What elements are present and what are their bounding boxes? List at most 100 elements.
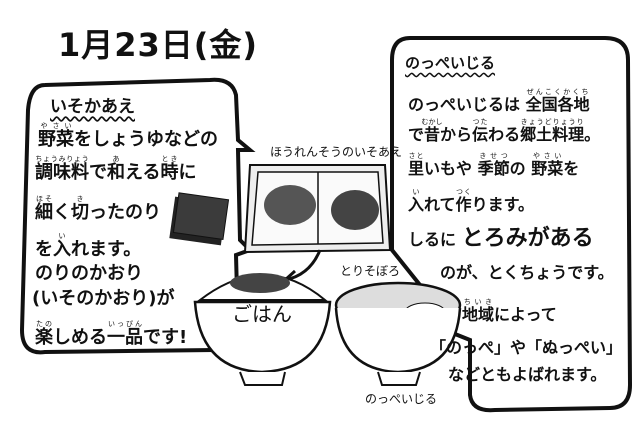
text-segment: ったのり xyxy=(89,202,161,223)
furigana: あ xyxy=(107,155,125,163)
text-segment: のっぺいじるは xyxy=(408,95,526,114)
noppei-line: のが、とくちょうです。 xyxy=(440,265,614,281)
word: 入 xyxy=(408,195,425,214)
noppei-line: 「のっぺ」や「ぬっぺい」 xyxy=(430,340,622,356)
text-segment: 。 xyxy=(584,125,601,144)
text-segment: とろみがある xyxy=(461,226,594,251)
word: 野菜 xyxy=(531,159,564,178)
text-segment: から xyxy=(440,125,473,144)
furigana: ちいき xyxy=(462,298,494,306)
nori-seaweed-image xyxy=(169,192,230,246)
word: 切 xyxy=(71,202,89,223)
word: 野菜 xyxy=(38,129,74,150)
ruby-word: 細ほそ xyxy=(35,195,53,223)
word: 時 xyxy=(160,162,179,183)
ruby-word: 調味料ちょうみりょう xyxy=(35,155,89,183)
text-segment: に xyxy=(178,162,197,183)
text-segment: える xyxy=(125,162,161,183)
furigana: ぜんこくかくち xyxy=(525,88,590,96)
text-segment: をしょうゆなどの xyxy=(74,129,218,150)
text-segment: (いそのかおり)が xyxy=(32,288,175,309)
word: 季節 xyxy=(477,159,510,178)
isoae-line: 野菜やさいをしょうゆなどの xyxy=(38,122,218,149)
word: 地域 xyxy=(462,305,495,324)
text-segment: わる xyxy=(488,125,521,144)
text-segment: しめる xyxy=(53,327,107,348)
text-segment: 「のっぺ」や「ぬっぺい」 xyxy=(430,338,623,357)
word: 入 xyxy=(53,239,71,260)
ruby-word: 地域ちいき xyxy=(462,298,495,324)
ruby-word: 伝つた xyxy=(472,118,489,144)
text-segment: で xyxy=(89,162,107,183)
ruby-word: 切き xyxy=(71,195,89,223)
word: 楽 xyxy=(35,327,53,348)
text-segment: のりのかおり xyxy=(35,263,143,284)
ruby-word: 郷土料理きょうどりょうり xyxy=(520,118,585,144)
ruby-word: 野菜やさい xyxy=(38,122,74,150)
furigana: やさい xyxy=(531,152,564,160)
text-segment: の xyxy=(509,159,532,178)
date-title: 1月23日(金) xyxy=(58,26,259,64)
ruby-word: 全国各地ぜんこくかくち xyxy=(525,88,590,114)
word: 里 xyxy=(408,159,425,178)
ruby-word: 里さと xyxy=(408,152,425,178)
isoae-line: 楽たのしめる一品いっぴんです! xyxy=(35,320,187,347)
text-segment: く xyxy=(53,202,71,223)
isoae-heading: いそかあえ xyxy=(50,97,135,117)
furigana: きょうどりょうり xyxy=(520,118,585,126)
ruby-word: 野菜やさい xyxy=(531,152,564,178)
ruby-word: 作つく xyxy=(455,188,472,214)
ruby-word: 入い xyxy=(53,232,71,260)
ruby-word: 一品いっぴん xyxy=(107,320,143,348)
furigana: つく xyxy=(455,188,472,196)
ruby-word: 昔むかし xyxy=(421,118,443,144)
word: 昔 xyxy=(421,125,443,144)
text-segment: のが、とくちょうです。 xyxy=(440,263,614,282)
text-segment: です! xyxy=(143,327,188,348)
noppei-line: などともよばれます。 xyxy=(448,367,606,383)
rice-bowl xyxy=(193,273,332,386)
word: 伝 xyxy=(472,125,489,144)
noppei-line: 里さといもや 季節きせつの 野菜やさいを xyxy=(408,152,579,177)
furigana: ほそ xyxy=(35,195,53,203)
ruby-word: 季節きせつ xyxy=(477,152,510,178)
soup-bowl xyxy=(334,281,462,386)
furigana: い xyxy=(53,232,71,240)
furigana: い xyxy=(408,188,424,196)
side-dish-label: ほうれんそうのいそあえ xyxy=(270,145,403,159)
word: 細 xyxy=(35,202,53,223)
soup-label: のっぺいじる xyxy=(365,392,438,406)
isoae-line: のりのかおり xyxy=(35,265,143,283)
furigana: ちょうみりょう xyxy=(35,155,89,163)
isoae-line: 調味料ちょうみりょうで和あえる時ときに xyxy=(35,155,196,182)
furigana: むかし xyxy=(421,118,443,126)
ruby-word: 和あ xyxy=(107,155,125,183)
noppei-line: しるに とろみがある xyxy=(408,228,594,250)
word: 作 xyxy=(455,195,472,214)
noppei-line: 入いれて作つくります。 xyxy=(408,188,534,213)
text-segment: いもや xyxy=(424,159,478,178)
word: 郷土料理 xyxy=(520,125,585,144)
isoae-line: (いそのかおり)が xyxy=(32,290,174,308)
text-segment: によって xyxy=(494,305,557,324)
word: 全国各地 xyxy=(525,95,590,114)
noppei-line: のっぺいじるは 全国各地ぜんこくかくち xyxy=(408,88,590,113)
word: 一品 xyxy=(107,327,143,348)
ruby-word: 入い xyxy=(408,188,425,214)
noppei-heading: のっぺいじる xyxy=(405,54,496,72)
text-segment: を xyxy=(35,239,53,260)
furigana: さと xyxy=(408,152,425,160)
furigana: いっぴん xyxy=(107,320,143,328)
text-segment: を xyxy=(563,159,580,178)
ruby-word: 楽たの xyxy=(35,320,53,348)
text-segment: れます。 xyxy=(71,239,142,260)
noppei-line: 地域ちいきによって xyxy=(462,298,557,323)
furigana: たの xyxy=(35,320,53,328)
noppei-line: で昔むかしから伝つたわる郷土料理きょうどりょうり。 xyxy=(408,118,600,143)
furigana: とき xyxy=(160,155,179,163)
isoae-line: 細ほそく切きったのり xyxy=(35,195,161,222)
word: 調味料 xyxy=(35,162,89,183)
text-segment: で xyxy=(408,125,425,144)
side-dish-tray xyxy=(243,164,392,254)
